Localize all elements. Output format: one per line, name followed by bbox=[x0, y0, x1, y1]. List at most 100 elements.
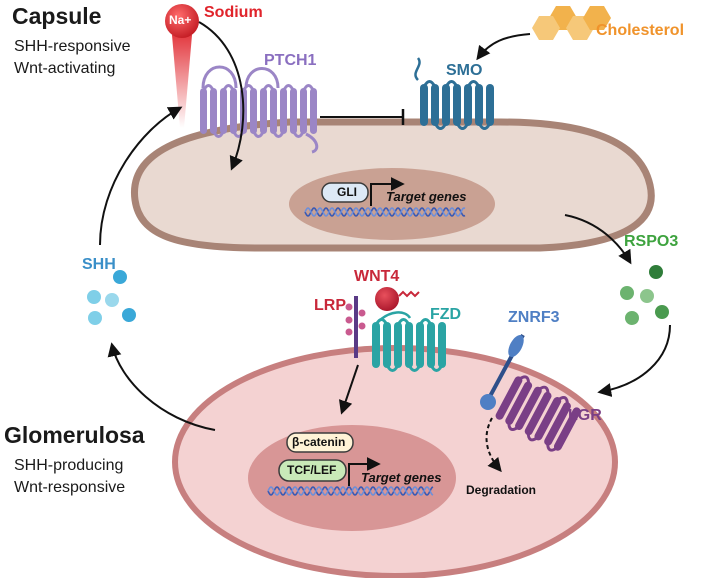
transmembrane-helix bbox=[405, 322, 413, 368]
transmembrane-helix bbox=[442, 84, 450, 126]
fzd-receptor-icon bbox=[372, 318, 446, 372]
transmembrane-helix bbox=[486, 84, 494, 126]
na-ion-label: Na+ bbox=[169, 13, 192, 27]
transmembrane-helix bbox=[438, 322, 446, 368]
sodium-beam bbox=[172, 35, 192, 128]
transmembrane-helix bbox=[420, 84, 428, 126]
ptch1-receptor-icon bbox=[200, 65, 319, 154]
ptch1-ecl-loop bbox=[244, 67, 280, 89]
transmembrane-helix bbox=[250, 88, 257, 134]
dna-strand bbox=[267, 486, 434, 496]
cholesterol-icon bbox=[532, 6, 611, 40]
dna-helix-capsule bbox=[304, 207, 466, 217]
tcf-target-arrow bbox=[348, 457, 381, 486]
sodium-to-cell-arrow bbox=[198, 21, 245, 171]
dna-strand bbox=[267, 486, 434, 496]
ptch1-label: PTCH1 bbox=[264, 52, 317, 69]
degradation-label: Degradation bbox=[466, 483, 537, 497]
transmembrane-helix bbox=[534, 397, 562, 441]
transmembrane-helix bbox=[453, 84, 461, 126]
smo-tail bbox=[414, 57, 421, 81]
glomerulosa-title: Glomerulosa bbox=[4, 422, 145, 448]
tcf-lef-label: TCF/LEF bbox=[287, 463, 337, 477]
gli-pill bbox=[321, 182, 369, 203]
fzd-tail bbox=[377, 311, 412, 323]
dna-strand bbox=[304, 207, 466, 217]
transmembrane-helix bbox=[300, 88, 307, 134]
transmembrane-helix bbox=[210, 88, 217, 134]
transmembrane-helix bbox=[372, 322, 380, 368]
lrp-to-betacatenin-arrow bbox=[338, 364, 359, 415]
capsule-title: Capsule bbox=[12, 3, 102, 29]
transmembrane-helix bbox=[464, 84, 472, 126]
shh-label: SHH bbox=[82, 256, 116, 273]
rspo3-dot bbox=[649, 265, 663, 279]
dna-helix-glomerulosa bbox=[267, 486, 434, 496]
tcf-lef-pill bbox=[278, 459, 347, 482]
target-genes-capsule-label: Target genes bbox=[386, 189, 467, 204]
transmembrane-helix bbox=[383, 322, 391, 368]
capsule-line1: SHH-responsive bbox=[14, 38, 131, 55]
ptch1-tail bbox=[305, 132, 319, 154]
transmembrane-helix bbox=[220, 88, 227, 134]
transmembrane-helix bbox=[260, 88, 267, 134]
rspo3-to-lgr-arrow bbox=[597, 324, 671, 397]
beta-catenin-pill bbox=[286, 432, 354, 453]
rspo3-dot bbox=[625, 311, 639, 325]
shh-dot bbox=[122, 308, 136, 322]
wnt4-ligand-icon bbox=[375, 287, 399, 311]
transmembrane-helix bbox=[553, 407, 581, 451]
dna-strand bbox=[304, 207, 466, 217]
transmembrane-helix bbox=[270, 88, 277, 134]
capsule-line2: Wnt-activating bbox=[14, 60, 116, 77]
lrp-label: LRP bbox=[314, 297, 346, 314]
transmembrane-helix bbox=[475, 84, 483, 126]
wnt4-label: WNT4 bbox=[354, 268, 400, 285]
transmembrane-helix bbox=[200, 88, 207, 134]
target-genes-glomerulosa-label: Target genes bbox=[361, 470, 442, 485]
transmembrane-helix bbox=[280, 88, 287, 134]
smo-receptor-icon bbox=[420, 80, 494, 130]
transmembrane-helix bbox=[544, 402, 571, 446]
transmembrane-helix bbox=[310, 88, 317, 134]
lgr-receptor-icon bbox=[495, 375, 581, 452]
cholesterol-label: Cholesterol bbox=[596, 22, 685, 39]
ptch1-ecl-loop bbox=[201, 65, 238, 89]
transmembrane-helix bbox=[427, 322, 435, 368]
transmembrane-helix bbox=[431, 84, 439, 126]
gli-label: GLI bbox=[337, 185, 357, 199]
rspo3-label: RSPO3 bbox=[624, 233, 679, 250]
transmembrane-helix bbox=[505, 381, 533, 425]
rspo3-dot bbox=[655, 305, 669, 319]
degradation-arrow bbox=[485, 417, 502, 473]
gli-target-arrow bbox=[370, 177, 405, 206]
shh-dot bbox=[87, 290, 101, 304]
glomerulosa-line1: SHH-producing bbox=[14, 457, 124, 474]
shh-dot bbox=[88, 311, 102, 325]
transmembrane-helix bbox=[524, 391, 552, 436]
shh-dot bbox=[113, 270, 127, 284]
shh-to-capsule-arrow bbox=[99, 106, 183, 246]
fzd-label: FZD bbox=[430, 306, 462, 323]
lrp-coreceptor-icon bbox=[345, 296, 366, 358]
transmembrane-helix bbox=[290, 88, 297, 134]
rspo3-dot bbox=[620, 286, 634, 300]
cholesterol-to-smo-arrow bbox=[476, 33, 531, 61]
wnt4-squiggle bbox=[398, 290, 420, 298]
sodium-ion-icon bbox=[165, 4, 199, 38]
capsule-nucleus bbox=[289, 168, 495, 240]
transmembrane-helix bbox=[416, 322, 424, 368]
glomerulosa-to-shh-arrow bbox=[107, 342, 216, 431]
glomerulosa-line2: Wnt-responsive bbox=[14, 479, 126, 496]
rspo3-dot bbox=[640, 289, 654, 303]
transmembrane-helix bbox=[515, 386, 542, 431]
capsule-to-rspo3-arrow bbox=[564, 214, 632, 265]
beta-catenin-label: β-catenin bbox=[292, 435, 346, 449]
znrf3-icon bbox=[480, 334, 525, 410]
transmembrane-helix bbox=[394, 322, 402, 368]
transmembrane-helix bbox=[495, 376, 523, 420]
sodium-label: Sodium bbox=[204, 4, 263, 21]
znrf3-label: ZNRF3 bbox=[508, 309, 560, 326]
